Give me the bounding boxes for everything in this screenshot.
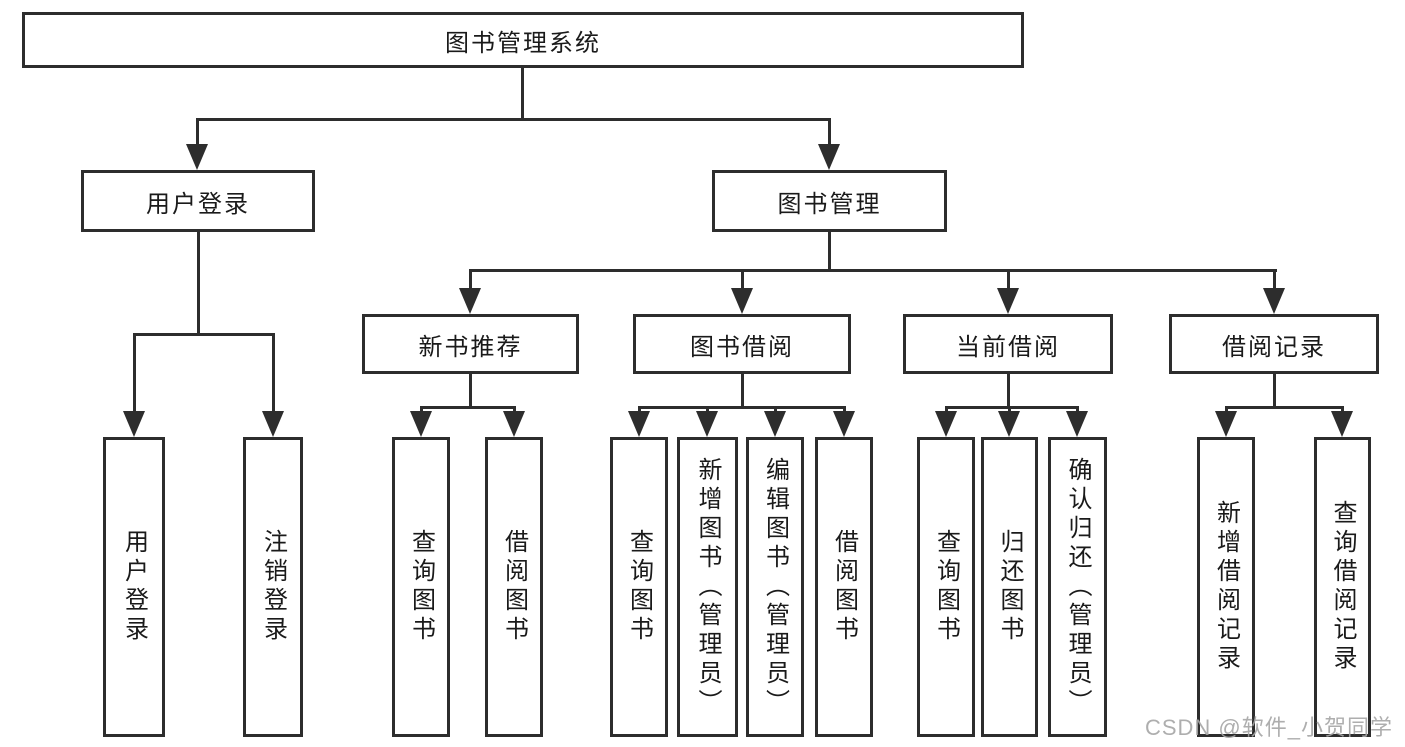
leaf-query-books-borrowing: 查询图书 (610, 437, 668, 737)
connector-to-book-mgmt (828, 118, 831, 146)
node-label: 图书借阅 (690, 333, 794, 361)
arrowhead-leaf (1066, 411, 1088, 437)
node-user-login: 用户登录 (81, 170, 315, 232)
node-label: 查询图书 (932, 529, 960, 645)
csdn-watermark: CSDN @软件_小贺同学 (1144, 715, 1393, 740)
leaf-borrow-books-recommend: 借阅图书 (485, 437, 543, 737)
connector-to-leaf-logout (272, 333, 275, 413)
arrowhead-leaf (696, 411, 718, 437)
connector-to-borrowing (741, 269, 744, 291)
node-book-management: 图书管理 (712, 170, 947, 232)
node-label: 查询图书 (625, 529, 653, 645)
node-label: 用户登录 (146, 190, 250, 218)
leaf-confirm-return-admin: 确认归还（管理员） (1048, 437, 1107, 737)
connector-to-records (1273, 269, 1276, 291)
leaf-query-borrow-record: 查询借阅记录 (1314, 437, 1371, 737)
arrowhead-leaf (998, 411, 1020, 437)
connector-new-book-stem (469, 372, 472, 409)
node-new-book-recommend: 新书推荐 (362, 314, 579, 374)
node-label: 编辑图书（管理员） (761, 456, 789, 718)
connector-records-stem (1273, 372, 1276, 409)
leaf-user-login: 用户登录 (103, 437, 165, 737)
arrowhead-user-login (186, 144, 208, 170)
node-label: 查询借阅记录 (1329, 500, 1356, 674)
connector-current-rail (945, 406, 1079, 409)
connector-current-stem (1007, 372, 1010, 409)
connector-borrowing-rail (638, 406, 846, 409)
node-label: 新增图书（管理员） (694, 456, 721, 718)
arrowhead-leaf (1331, 411, 1353, 437)
node-label: 新增借阅记录 (1212, 500, 1240, 674)
arrowhead-leaf (503, 411, 525, 437)
arrowhead-new-book (459, 288, 481, 314)
node-label: 用户登录 (120, 529, 148, 645)
leaf-return-books: 归还图书 (981, 437, 1038, 737)
leaf-logout: 注销登录 (243, 437, 303, 737)
connector-records-rail (1225, 406, 1344, 409)
connector-to-leaf-login (133, 333, 136, 413)
node-label: 借阅图书 (830, 529, 858, 645)
leaf-add-books-admin: 新增图书（管理员） (677, 437, 738, 737)
connector-to-user-login (196, 118, 199, 146)
connector-to-current (1007, 269, 1010, 291)
arrowhead-leaf (764, 411, 786, 437)
node-label: 查询图书 (407, 529, 435, 645)
leaf-edit-books-admin: 编辑图书（管理员） (746, 437, 804, 737)
node-label: 新书推荐 (418, 333, 523, 361)
leaf-add-borrow-record: 新增借阅记录 (1197, 437, 1255, 737)
node-label: 确认归还（管理员） (1064, 456, 1091, 718)
connector-user-login-stem (197, 230, 200, 336)
connector-root-stem (521, 66, 524, 120)
leaf-query-books-current: 查询图书 (917, 437, 975, 737)
node-label: 借阅记录 (1222, 333, 1326, 361)
node-label: 图书管理 (777, 190, 882, 218)
arrowhead-leaf (935, 411, 957, 437)
node-label: 图书管理系统 (445, 29, 601, 57)
node-label: 注销登录 (259, 529, 287, 645)
node-label: 当前借阅 (956, 333, 1060, 361)
arrowhead-borrowing (731, 288, 753, 314)
arrowhead-leaf (628, 411, 650, 437)
arrowhead-book-mgmt (818, 144, 840, 170)
arrowhead-leaf-login (123, 411, 145, 437)
node-book-borrowing: 图书借阅 (633, 314, 851, 374)
arrowhead-records (1263, 288, 1285, 314)
leaf-query-books-recommend: 查询图书 (392, 437, 450, 737)
connector-level2-rail (196, 118, 831, 121)
arrowhead-leaf (833, 411, 855, 437)
arrowhead-leaf-logout (262, 411, 284, 437)
node-current-borrowing: 当前借阅 (903, 314, 1113, 374)
arrowhead-leaf (1215, 411, 1237, 437)
connector-new-book-rail (420, 406, 516, 409)
node-label: 借阅图书 (500, 529, 528, 645)
connector-level3-rail (469, 269, 1277, 272)
arrowhead-leaf (410, 411, 432, 437)
connector-book-mgmt-stem (828, 230, 831, 272)
connector-user-login-rail (133, 333, 275, 336)
arrowhead-current (997, 288, 1019, 314)
node-borrowing-records: 借阅记录 (1169, 314, 1379, 374)
node-library-system: 图书管理系统 (22, 12, 1024, 68)
leaf-borrow-books: 借阅图书 (815, 437, 873, 737)
node-label: 归还图书 (996, 529, 1023, 645)
connector-borrowing-stem (741, 372, 744, 409)
connector-to-new-book (469, 269, 472, 291)
